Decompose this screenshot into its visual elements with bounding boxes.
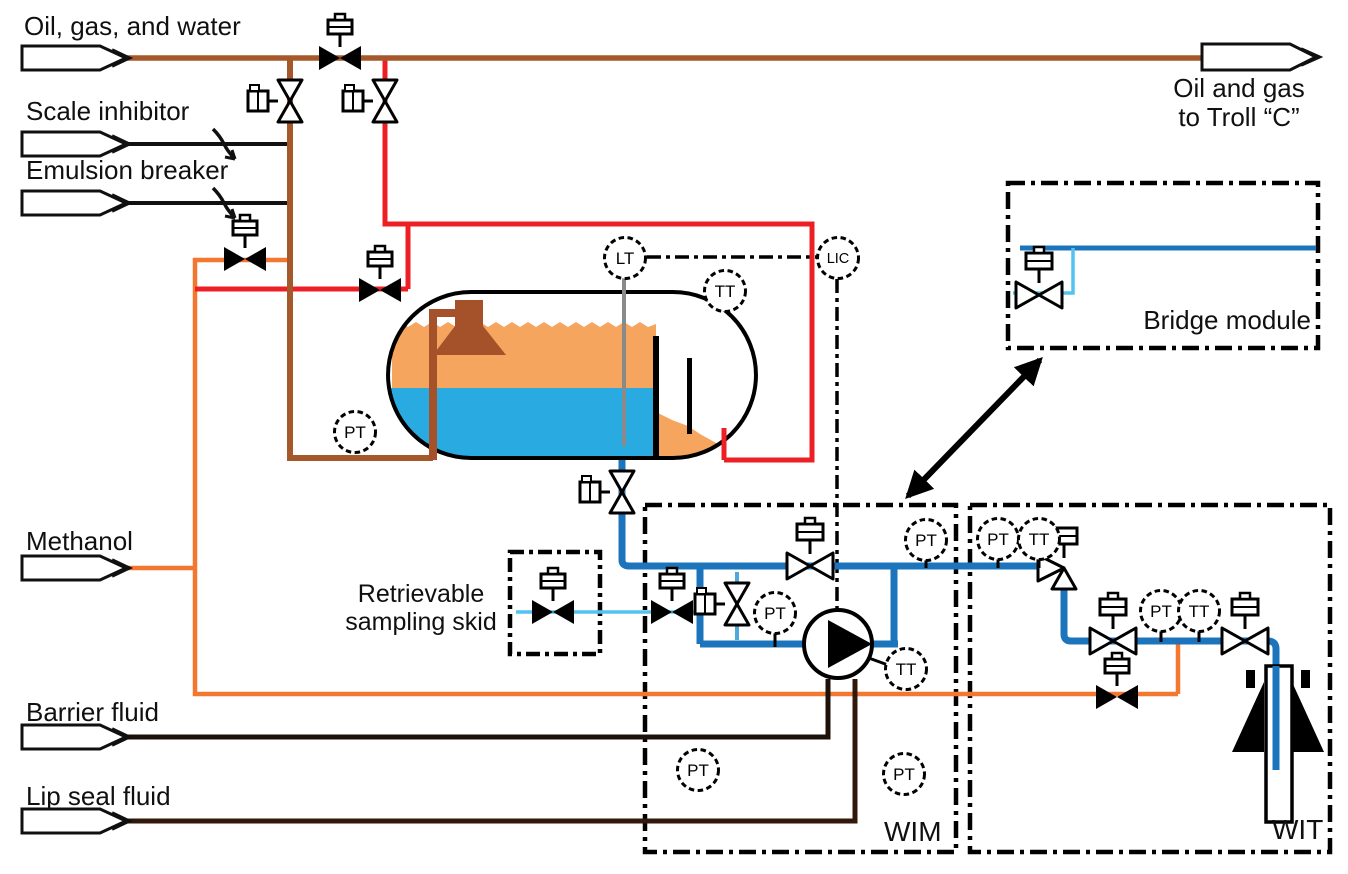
label-sampling-line2: sampling skid xyxy=(345,608,497,636)
methanol-wit-valve xyxy=(1094,651,1140,711)
instruments: PT LT TT LIC PT TT PT PT PT PT TT PT TT xyxy=(333,236,1221,796)
oil-gas-outlet-flag xyxy=(1200,42,1321,72)
instrument-pt: PT xyxy=(333,410,377,454)
instrument-pt: PT xyxy=(882,752,926,796)
instrument-pt: PT xyxy=(976,517,1020,561)
instrument-pt: PT xyxy=(676,748,720,792)
vessel-shell xyxy=(386,290,758,460)
sampling-isolation-valve xyxy=(649,566,695,626)
label-lip-seal-fluid: Lip seal fluid xyxy=(26,781,171,811)
scale-inhibitor-flag xyxy=(20,130,131,158)
instrument-tag: PT xyxy=(687,761,709,780)
label-oil-gas-water: Oil, gas, and water xyxy=(24,11,241,41)
sampling-skid-box xyxy=(507,549,603,657)
instrument-tag: TT xyxy=(715,282,736,301)
label-emulsion-breaker: Emulsion breaker xyxy=(26,155,229,185)
instrument-lic: LIC xyxy=(816,236,860,280)
instrument-tt: TT xyxy=(703,269,747,313)
instrument-tag: TT xyxy=(896,660,917,679)
bridge-module-valve xyxy=(1014,245,1064,310)
barrier-fluid-flag xyxy=(20,723,131,751)
weir-plate xyxy=(653,336,659,458)
instrument-tag: PT xyxy=(1150,602,1172,621)
recirculation-control-valve xyxy=(785,516,835,581)
methanol-injection-valve xyxy=(222,213,268,273)
level-stick xyxy=(687,358,692,434)
instrument-tag: PT xyxy=(344,423,366,442)
label-scale-inhibitor: Scale inhibitor xyxy=(26,96,190,126)
water-drain-valve xyxy=(578,469,636,515)
instrument-tag: PT xyxy=(764,604,786,623)
instrument-tt: TT xyxy=(1017,517,1061,561)
instrument-tag: PT xyxy=(915,531,937,550)
instrument-tt: TT xyxy=(884,647,928,691)
lip-seal-fluid-flag xyxy=(20,807,131,835)
instrument-tag: PT xyxy=(893,765,915,784)
label-wim: WIM xyxy=(884,816,942,847)
injection-water-line xyxy=(1060,586,1280,770)
instrument-tag: TT xyxy=(1029,530,1050,549)
inlet-cyclone-device xyxy=(433,300,506,355)
recycle-gate-valve xyxy=(341,78,399,124)
oil-gas-water-flag xyxy=(20,44,131,72)
feed-branch-gate-valve xyxy=(246,78,304,124)
label-barrier-fluid: Barrier fluid xyxy=(26,697,159,727)
injection-valve-2 xyxy=(1220,591,1270,656)
inlet-pipe xyxy=(429,309,455,460)
injection-pump xyxy=(802,608,889,680)
wit-module-box xyxy=(967,502,1333,855)
wim-module-box xyxy=(642,502,959,855)
sampling-skid-valve xyxy=(530,566,576,626)
separator-feed-line xyxy=(287,58,433,461)
water-drain-line xyxy=(618,450,1042,570)
instrument-lt: LT xyxy=(603,236,647,280)
label-sampling-line1: Retrievable xyxy=(357,580,485,608)
methanol-flag xyxy=(20,554,131,582)
label-wit: WIT xyxy=(1272,814,1324,845)
label-outlet-line2: to Troll “C” xyxy=(1178,102,1300,133)
injection-valve-1 xyxy=(1088,591,1138,656)
lip-seal-fluid-line xyxy=(126,679,858,824)
label-methanol: Methanol xyxy=(26,526,133,556)
recycle-branch-valve xyxy=(357,244,403,304)
instrument-pt: PT xyxy=(1139,589,1183,633)
bridge-module-box xyxy=(1005,180,1321,351)
instrument-pt: PT xyxy=(753,591,797,635)
injection-wellhead xyxy=(1232,664,1324,824)
instrument-tag: PT xyxy=(987,530,1009,549)
instrument-tag: TT xyxy=(1189,602,1210,621)
instrument-tag: LIC xyxy=(827,251,850,267)
main-line-isolation-valve xyxy=(317,12,363,72)
label-outlet-line1: Oil and gas xyxy=(1173,73,1305,103)
bridge-link-arrow xyxy=(905,357,1043,499)
barrier-fluid-line xyxy=(126,679,831,740)
instrument-tag: LT xyxy=(616,249,635,268)
label-bridge-module: Bridge module xyxy=(1143,305,1311,335)
instrument-pt: PT xyxy=(904,518,948,562)
methanol-line xyxy=(126,257,1181,697)
emulsion-breaker-flag xyxy=(20,189,131,217)
instrument-tt: TT xyxy=(1177,589,1221,633)
